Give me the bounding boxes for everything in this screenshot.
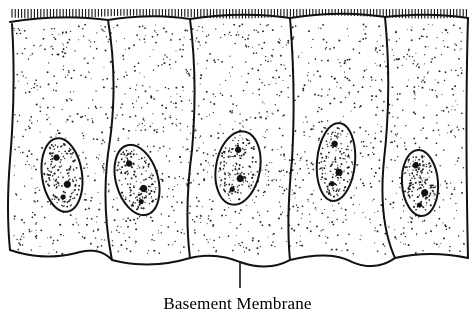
cell-wall-4: [382, 17, 395, 258]
cell-wall-2: [187, 19, 194, 258]
nuclei: [37, 121, 440, 220]
nucleus: [107, 140, 167, 221]
nucleus: [400, 149, 441, 217]
cell-wall-left: [8, 24, 14, 250]
basal-surface: [10, 250, 468, 267]
nucleus: [37, 136, 87, 215]
cell-wall-right: [467, 18, 469, 258]
basement-membrane-label: Basement Membrane: [0, 294, 475, 314]
nucleus: [314, 121, 359, 202]
nucleus: [210, 128, 266, 209]
cell-wall-1: [105, 20, 113, 260]
cell-wall-3: [288, 18, 293, 260]
